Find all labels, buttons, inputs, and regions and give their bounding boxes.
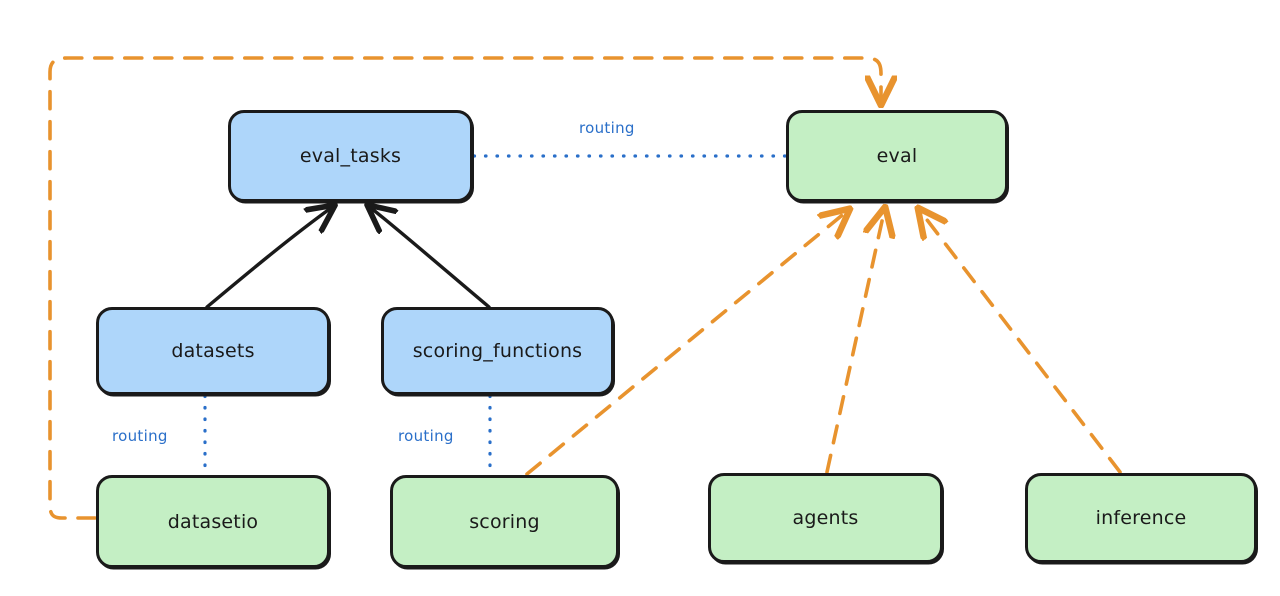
node-label-scoring-functions: scoring_functions: [412, 340, 583, 362]
node-label-scoring: scoring: [469, 510, 540, 533]
edge-label-routing-datasets: routing: [112, 427, 168, 445]
node-eval-tasks[interactable]: eval_tasks: [228, 110, 473, 202]
edge-datasetio-to-eval: [48, 56, 881, 520]
edge-label-routing-eval-tasks: routing: [579, 119, 635, 137]
edge-datasets-to-eval-tasks: [205, 208, 331, 309]
edge-label-routing-scoring-functions: routing: [398, 427, 454, 445]
edge-scoring-to-eval: [525, 212, 846, 476]
node-label-datasetio: datasetio: [167, 510, 259, 533]
node-datasets[interactable]: datasets: [96, 307, 330, 395]
node-label-eval: eval: [876, 145, 918, 167]
node-agents[interactable]: agents: [708, 473, 943, 563]
node-datasetio[interactable]: datasetio: [96, 475, 330, 568]
node-label-eval-tasks: eval_tasks: [299, 145, 402, 167]
node-scoring-functions[interactable]: scoring_functions: [381, 307, 614, 395]
edge-inference-to-eval: [921, 212, 1122, 474]
node-inference[interactable]: inference: [1025, 473, 1257, 563]
edge-scoring-functions-to-eval-tasks: [371, 208, 491, 309]
edge-agents-to-eval: [825, 212, 884, 474]
node-label-inference: inference: [1095, 507, 1187, 529]
node-scoring[interactable]: scoring: [390, 475, 619, 568]
node-label-agents: agents: [792, 507, 859, 529]
node-eval[interactable]: eval: [786, 110, 1008, 202]
node-label-datasets: datasets: [171, 340, 255, 362]
